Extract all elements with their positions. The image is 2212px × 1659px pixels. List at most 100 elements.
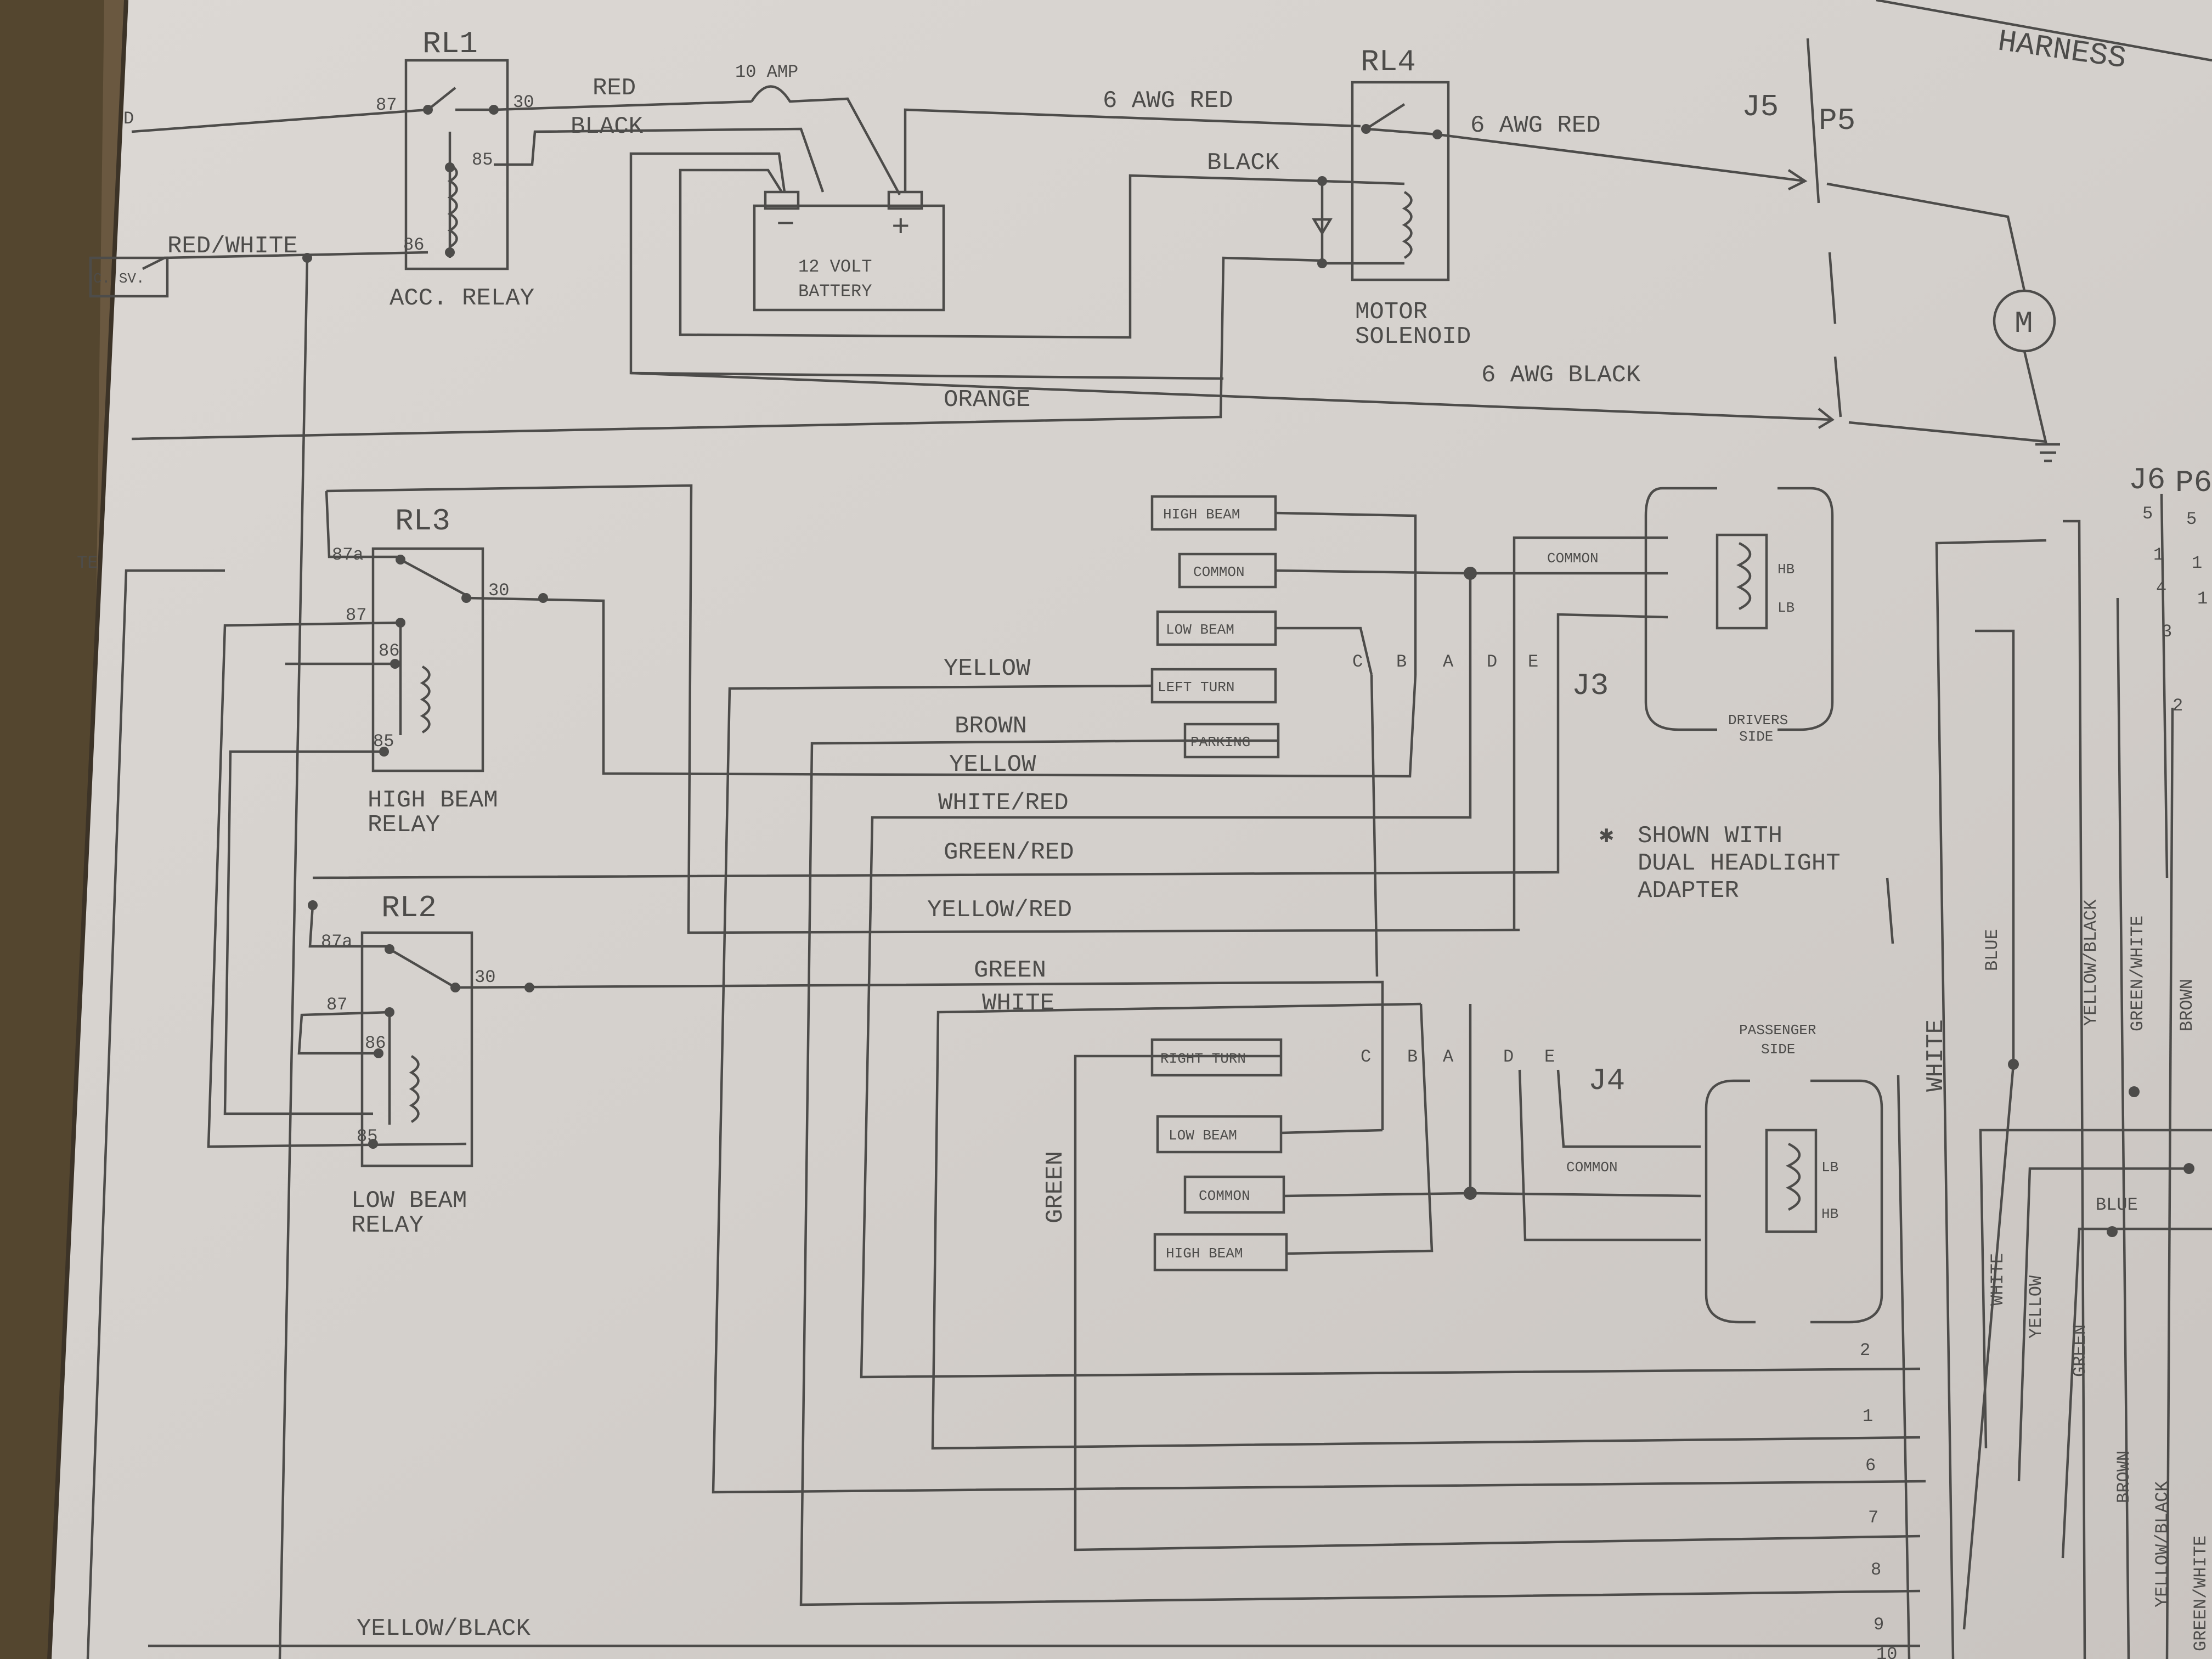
connector-p6: P6 (2175, 465, 2212, 500)
terminal-high-beam-right: HIGH BEAM (1153, 1233, 1288, 1272)
wire-green-red-label: GREEN/RED (944, 839, 1074, 866)
harness-pin-9: 9 (1874, 1615, 1884, 1635)
right-green-label: GREEN (2070, 1324, 2090, 1377)
right-white-label: WHITE (1922, 1019, 1950, 1092)
wire-white-red-label: WHITE/RED (938, 789, 1069, 817)
note-star: ✱ (1599, 822, 1614, 850)
acc-sv-label: C. SV. (93, 270, 145, 287)
harness-pin-2: 2 (1860, 1340, 1870, 1361)
j3-pin-e: E (1528, 652, 1538, 672)
note-line1: SHOWN WITH (1638, 822, 1782, 850)
terminal-right-turn: RIGHT TURN (1150, 1038, 1283, 1077)
harness-pin-8: 8 (1871, 1560, 1881, 1580)
note-line3: ADAPTER (1638, 877, 1739, 905)
j4-pin-d: D (1503, 1047, 1514, 1067)
terminal-common-right: COMMON (1183, 1175, 1285, 1214)
j6-pin-2: 2 (2172, 696, 2183, 716)
rl3-id: RL3 (395, 504, 450, 539)
rl2-relay-box (360, 931, 473, 1167)
drivers-common: COMMON (1547, 550, 1599, 567)
drivers-headlight-outline (1644, 487, 1834, 731)
j4-pin-c: C (1361, 1047, 1371, 1067)
j3-pin-b: B (1396, 652, 1407, 672)
svg-text:COMMON: COMMON (1193, 564, 1245, 580)
wire-yellow-label-2: YELLOW (949, 751, 1036, 778)
rl2-id: RL2 (381, 890, 437, 926)
passenger-headlight-outline (1705, 1079, 1883, 1324)
svg-text:LOW BEAM: LOW BEAM (1169, 1127, 1237, 1144)
j6-pin-1-right: 1 (2192, 553, 2202, 573)
right-white-2-label: WHITE (1988, 1253, 2008, 1306)
svg-text:LOW BEAM: LOW BEAM (1166, 622, 1234, 638)
rl4-name-1: MOTOR (1355, 298, 1427, 326)
passenger-common: COMMON (1566, 1159, 1618, 1176)
drivers-side-1: DRIVERS (1728, 712, 1788, 729)
drivers-side-2: SIDE (1739, 729, 1773, 745)
connector-j3: J3 (1572, 668, 1609, 703)
passenger-hb: HB (1821, 1206, 1838, 1222)
rl1-name: ACC. RELAY (390, 285, 534, 312)
wire-red-white-label: RED/WHITE (167, 233, 298, 260)
svg-text:HIGH BEAM: HIGH BEAM (1163, 506, 1240, 523)
wire-awg6-red-label-2: 6 AWG RED (1470, 112, 1601, 139)
rl1-pin-85: 85 (472, 150, 493, 170)
harness-pin-6: 6 (1865, 1455, 1876, 1476)
harness-pin-1: 1 (1863, 1406, 1873, 1426)
j6-pin-3: 3 (2162, 622, 2172, 642)
harness-pin-10: 10 (1876, 1644, 1897, 1659)
terminal-low-beam-right: LOW BEAM (1156, 1115, 1283, 1154)
right-brown-2-label: BROWN (2114, 1451, 2134, 1503)
svg-text:RIGHT TURN: RIGHT TURN (1160, 1051, 1246, 1067)
svg-text:PARKING: PARKING (1190, 734, 1250, 751)
wire-brown-label: BROWN (955, 713, 1027, 740)
rl2-pin-87a: 87a (321, 932, 353, 952)
terminal-high-beam-left: HIGH BEAM (1150, 495, 1277, 531)
j3-pin-d: D (1487, 652, 1497, 672)
right-blue-2-label: BLUE (2096, 1195, 2138, 1215)
passenger-lb: LB (1821, 1159, 1838, 1176)
rl2-pin-87: 87 (326, 995, 347, 1015)
rl3-name-2: RELAY (368, 811, 440, 839)
connector-j4: J4 (1588, 1063, 1625, 1098)
rl3-pin-87a: 87a (332, 545, 364, 565)
battery-box (753, 204, 945, 312)
battery-positive: + (891, 210, 910, 245)
battery-line2: BATTERY (798, 281, 872, 302)
paper-page (49, 0, 2212, 1659)
j4-pin-e: E (1544, 1047, 1555, 1067)
wire-yellow-red-label: YELLOW/RED (927, 896, 1072, 924)
j4-pin-a: A (1443, 1047, 1454, 1067)
wire-black-solenoid-label: BLACK (1207, 149, 1280, 177)
rl1-id: RL1 (422, 26, 478, 61)
right-brown-label: BROWN (2177, 979, 2197, 1031)
passenger-headlight-bulb (1765, 1128, 1818, 1233)
harness-pin-7: 7 (1868, 1508, 1878, 1528)
j4-pin-b: B (1407, 1047, 1418, 1067)
rl3-name-1: HIGH BEAM (368, 787, 498, 814)
rl3-pin-86: 86 (379, 641, 399, 661)
left-d-label: D (123, 109, 134, 129)
rl2-name-2: RELAY (351, 1212, 424, 1239)
wire-red-label: RED (592, 75, 636, 102)
right-green-white-2-label: GREEN/WHITE (2191, 1536, 2211, 1651)
wire-orange-label: ORANGE (944, 386, 1030, 414)
passenger-side-2: SIDE (1761, 1041, 1795, 1058)
svg-text:COMMON: COMMON (1199, 1188, 1250, 1204)
right-blue-label: BLUE (1982, 929, 2002, 971)
wire-black-top-label: BLACK (571, 113, 644, 140)
wire-awg6-red-label-1: 6 AWG RED (1103, 87, 1233, 115)
j6-pin-1: 1 (2153, 545, 2164, 565)
terminal-left-turn: LEFT TURN (1150, 668, 1277, 704)
j3-pin-c: C (1352, 652, 1363, 672)
rl2-name-1: LOW BEAM (351, 1187, 467, 1215)
j3-pin-a: A (1443, 652, 1454, 672)
right-yellow-black-label: YELLOW/BLACK (2081, 899, 2101, 1026)
right-yellow-black-2-label: YELLOW/BLACK (2152, 1481, 2172, 1607)
wire-yellow-label-1: YELLOW (944, 655, 1031, 682)
j6-pin-4: 4 (2156, 578, 2166, 598)
rl4-id: RL4 (1361, 44, 1416, 80)
wire-green-vert-label: GREEN (1042, 1151, 1069, 1223)
drivers-headlight-bulb (1716, 533, 1768, 630)
